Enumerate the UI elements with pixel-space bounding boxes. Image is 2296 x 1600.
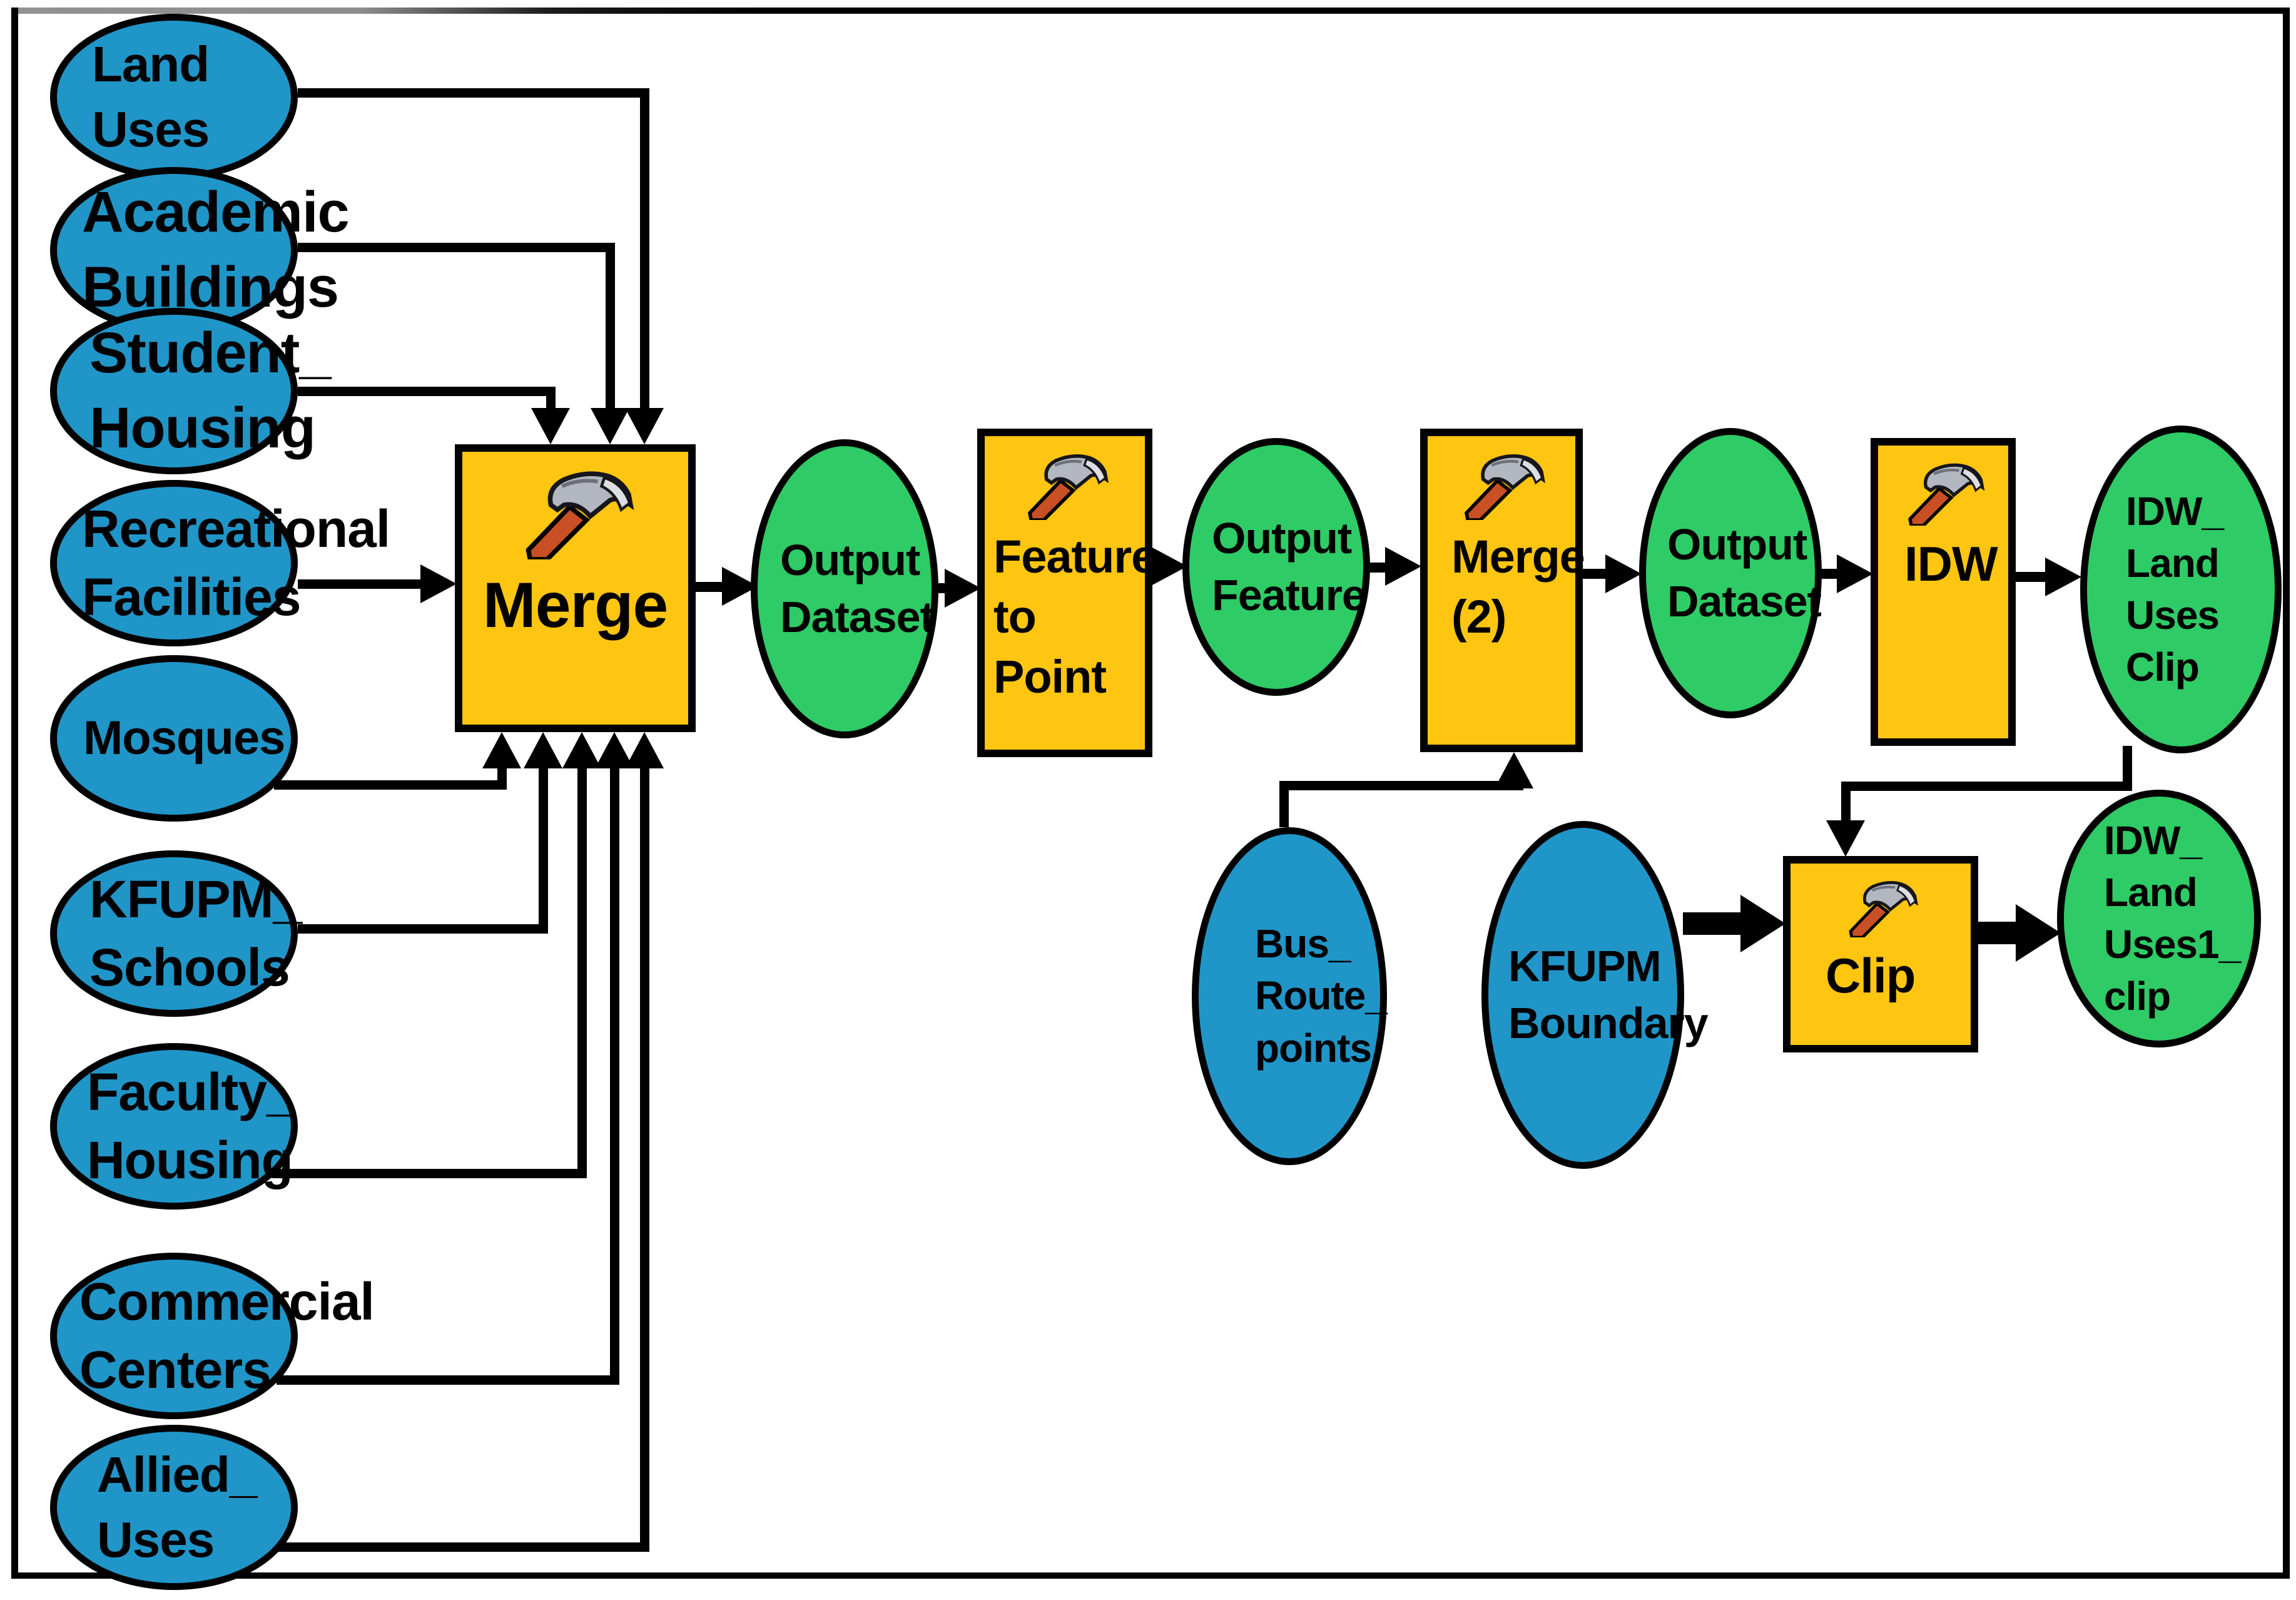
hammer-icon <box>1908 463 1985 527</box>
arrowhead <box>2016 904 2061 962</box>
node-merge[interactable]: Merge <box>455 444 696 732</box>
node-allied-uses[interactable]: Allied_ Uses <box>50 1425 298 1590</box>
connector-segment <box>1819 569 1839 579</box>
node-output-dataset[interactable]: Output Dataset <box>751 439 938 738</box>
arrowhead <box>1826 820 1865 857</box>
node-label: Academic Buildings <box>82 180 350 319</box>
frame-border-right <box>2283 8 2290 1579</box>
node-label: Faculty_ Housing <box>87 1062 296 1190</box>
node-clip[interactable]: Clip <box>1783 856 1978 1052</box>
node-land-uses[interactable]: Land Uses <box>50 14 298 180</box>
node-label: IDW <box>1904 536 1998 591</box>
node-idw-land-uses-clip[interactable]: IDW_ Land Uses Clip <box>2080 425 2282 753</box>
connector-segment <box>497 768 507 790</box>
arrowhead <box>625 732 664 768</box>
node-label: IDW_ Land Uses1_ clip <box>2104 817 2241 1019</box>
node-label: Output Feature <box>1212 514 1366 619</box>
connector-segment <box>298 387 551 396</box>
arrowhead <box>531 408 570 444</box>
connector-segment <box>696 582 724 592</box>
connector-segment <box>1279 781 1289 827</box>
connector-segment <box>298 88 642 98</box>
connector-segment <box>278 1542 648 1552</box>
node-label: Commercial Centers <box>79 1271 375 1399</box>
frame-border-top <box>11 8 2290 14</box>
hammer-icon <box>526 471 634 562</box>
node-label: Recreational Facilities <box>82 499 390 626</box>
arrowhead <box>1495 752 1533 788</box>
node-label: KFUPM Boundary <box>1508 942 1709 1047</box>
connector-segment <box>2123 746 2132 791</box>
arrowhead <box>1605 554 1642 593</box>
connector-segment <box>546 387 556 410</box>
connector-segment <box>1841 782 2132 791</box>
node-label: Output Dataset <box>1667 520 1822 626</box>
node-bus-route-points[interactable]: Bus_ Route_ points <box>1192 827 1388 1165</box>
node-label: Merge <box>482 569 668 641</box>
connector-segment <box>277 1375 617 1385</box>
node-label: Clip <box>1826 948 1916 1003</box>
arrowhead <box>1151 547 1187 586</box>
connector-segment <box>606 243 615 410</box>
arrowhead <box>945 569 981 608</box>
node-output-dataset-2[interactable]: Output Dataset <box>1639 428 1822 718</box>
node-label: Output Dataset <box>780 536 935 641</box>
arrowhead <box>722 567 758 606</box>
node-label: Student_ Housing <box>89 321 332 460</box>
connector-segment <box>1841 782 1851 820</box>
arrowhead <box>591 408 629 444</box>
connector-segment <box>610 768 619 1385</box>
arrowhead <box>524 732 562 768</box>
node-academic-buildings[interactable]: Academic Buildings <box>50 167 350 334</box>
connector-segment <box>298 579 423 589</box>
connector-segment <box>577 768 587 1178</box>
node-kfupm-boundary[interactable]: KFUPM Boundary <box>1481 821 1709 1169</box>
node-label: Land Uses <box>92 36 210 157</box>
node-merge-2[interactable]: Merge (2) <box>1420 429 1585 752</box>
node-label: KFUPM_ Schools <box>89 869 302 997</box>
arrowhead <box>2045 558 2081 596</box>
arrowhead <box>1740 895 1785 952</box>
arrowhead <box>420 564 457 603</box>
connector-segment <box>640 768 649 1552</box>
node-idw-land-uses1-clip[interactable]: IDW_ Land Uses1_ clip <box>2057 790 2261 1047</box>
connector-segment <box>1683 912 1745 935</box>
frame-border-left <box>11 8 18 1579</box>
connector-segment <box>1583 569 1608 579</box>
node-output-feature[interactable]: Output Feature <box>1182 438 1370 696</box>
node-mosques[interactable]: Mosques <box>50 655 298 822</box>
connector-segment <box>2016 572 2047 582</box>
node-label: Feature to Point <box>993 531 1157 703</box>
node-label: IDW_ Land Uses Clip <box>2126 488 2224 690</box>
node-idw[interactable]: IDW <box>1871 438 2016 746</box>
connector-segment <box>274 780 505 790</box>
node-label: Mosques <box>83 711 285 765</box>
node-label: Merge (2) <box>1451 531 1585 643</box>
hammer-icon <box>1849 881 1919 939</box>
arrowhead <box>625 408 664 444</box>
node-commercial-centers[interactable]: Commercial Centers <box>50 1253 375 1419</box>
frame-border-bottom <box>11 1572 2290 1579</box>
connector-segment <box>539 768 548 934</box>
arrowhead <box>1837 554 1873 593</box>
hammer-icon <box>1464 454 1546 522</box>
connector-segment <box>275 1169 585 1178</box>
connector-segment <box>298 924 545 934</box>
arrowhead <box>482 732 521 768</box>
node-recreational-facilities[interactable]: Recreational Facilities <box>50 480 390 646</box>
node-faculty-housing[interactable]: Faculty_ Housing <box>50 1043 298 1210</box>
connector-segment <box>640 88 649 410</box>
node-kfupm-schools[interactable]: KFUPM_ Schools <box>50 850 302 1017</box>
arrowhead <box>562 732 601 768</box>
hammer-icon <box>1027 454 1109 522</box>
arrowhead <box>1385 547 1421 586</box>
node-label: Bus_ Route_ points <box>1255 921 1388 1071</box>
connector-segment <box>1978 922 2019 944</box>
node-label: Allied_ Uses <box>97 1447 257 1567</box>
node-student-housing[interactable]: Student_ Housing <box>50 308 332 474</box>
connector-segment <box>1279 781 1523 790</box>
node-feature-to-point[interactable]: Feature to Point <box>977 429 1157 757</box>
connector-segment <box>1370 563 1388 573</box>
connector-segment <box>298 243 611 252</box>
